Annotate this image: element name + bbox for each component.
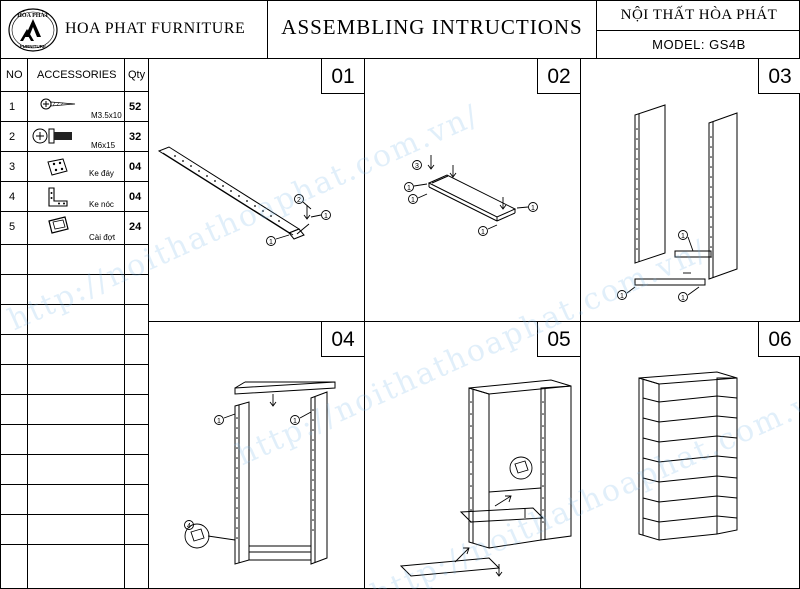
- svg-text:1: 1: [681, 295, 685, 302]
- step-number: 02: [537, 59, 580, 94]
- accessory-row: 5 Cài đợt 24: [1, 212, 149, 245]
- accessory-row: 2 M6x15 32: [1, 122, 149, 152]
- step-02-drawing: 3 1 1 1 1: [404, 155, 538, 236]
- document-title: ASSEMBLING INTRUCTIONS: [281, 15, 583, 39]
- svg-text:1: 1: [531, 205, 535, 212]
- accessories-table: NO ACCESSORIES Qty 1 M3.5x10 52 2 M6: [1, 59, 149, 589]
- svg-text:4: 4: [187, 523, 191, 530]
- step-number: 06: [758, 322, 800, 357]
- empty-row: [1, 455, 149, 485]
- step-01-drawing: 2 1 1: [157, 146, 331, 246]
- empty-row: [1, 395, 149, 425]
- step-number: 04: [321, 322, 364, 357]
- step-02-panel: 02 3 1 1 1 1: [365, 59, 581, 322]
- step-01-panel: 01 2 1: [149, 59, 365, 322]
- svg-text:2: 2: [297, 197, 301, 204]
- step-04-drawing: 1 1 4: [184, 381, 336, 565]
- step-number: 03: [758, 59, 800, 94]
- shelf-clip-icon: [48, 216, 69, 234]
- model-label: MODEL: GS4B: [597, 30, 800, 59]
- step-06-panel: 06: [581, 322, 800, 589]
- svg-text:1: 1: [411, 197, 415, 204]
- hoa-phat-logo: HÒA PHÁT FURNITURE: [8, 8, 58, 52]
- empty-row: [1, 485, 149, 515]
- step-number: 05: [537, 322, 580, 357]
- empty-row: [1, 515, 149, 545]
- empty-row: [1, 365, 149, 395]
- empty-row: [1, 245, 149, 275]
- top-bracket-icon: [48, 187, 68, 207]
- header-accessories: ACCESSORIES: [37, 69, 117, 81]
- title-cell: ASSEMBLING INTRUCTIONS: [268, 1, 597, 59]
- bolt-icon: [32, 128, 72, 144]
- step-04-panel: 04: [149, 322, 365, 589]
- step-05-drawing: [399, 379, 572, 577]
- step-number: 01: [321, 59, 364, 94]
- sheet-header: HÒA PHÁT FURNITURE HOA PHAT FURNITURE AS…: [1, 1, 800, 59]
- svg-text:1: 1: [407, 185, 411, 192]
- empty-row: [1, 335, 149, 365]
- empty-row: [1, 275, 149, 305]
- header-qty: Qty: [128, 69, 146, 81]
- svg-text:1: 1: [293, 418, 297, 425]
- logo-bottom-text: FURNITURE: [20, 44, 46, 49]
- brand-name: HOA PHAT FURNITURE: [65, 20, 246, 37]
- step-03-drawing: 1 1 1: [617, 104, 738, 302]
- brand-cell: HÒA PHÁT FURNITURE HOA PHAT FURNITURE: [1, 1, 268, 59]
- svg-text:3: 3: [415, 163, 419, 170]
- svg-text:1: 1: [681, 233, 685, 240]
- step-03-panel: 03 1 1 1: [581, 59, 800, 322]
- accessories-header-row: NO ACCESSORIES Qty: [1, 59, 149, 92]
- company-cell: NỘI THẤT HÒA PHÁT MODEL: GS4B: [597, 1, 800, 59]
- svg-text:1: 1: [620, 293, 624, 300]
- header-no: NO: [6, 69, 23, 81]
- logo-top-text: HÒA PHÁT: [17, 11, 49, 19]
- svg-text:1: 1: [324, 213, 328, 220]
- step-05-panel: 05: [365, 322, 581, 589]
- accessory-row: 1 M3.5x10 52: [1, 92, 149, 122]
- empty-row: [1, 545, 149, 589]
- screw-icon: [40, 98, 76, 110]
- svg-text:1: 1: [269, 239, 273, 246]
- empty-row: [1, 425, 149, 455]
- step-06-drawing: [638, 371, 738, 541]
- svg-text:1: 1: [217, 418, 221, 425]
- empty-row: [1, 305, 149, 335]
- bottom-bracket-icon: [47, 158, 68, 176]
- accessory-row: 3 Ke đáy 04: [1, 152, 149, 182]
- svg-text:1: 1: [481, 229, 485, 236]
- accessory-row: 4 Ke nóc 04: [1, 182, 149, 212]
- company-name: NỘI THẤT HÒA PHÁT: [620, 7, 778, 23]
